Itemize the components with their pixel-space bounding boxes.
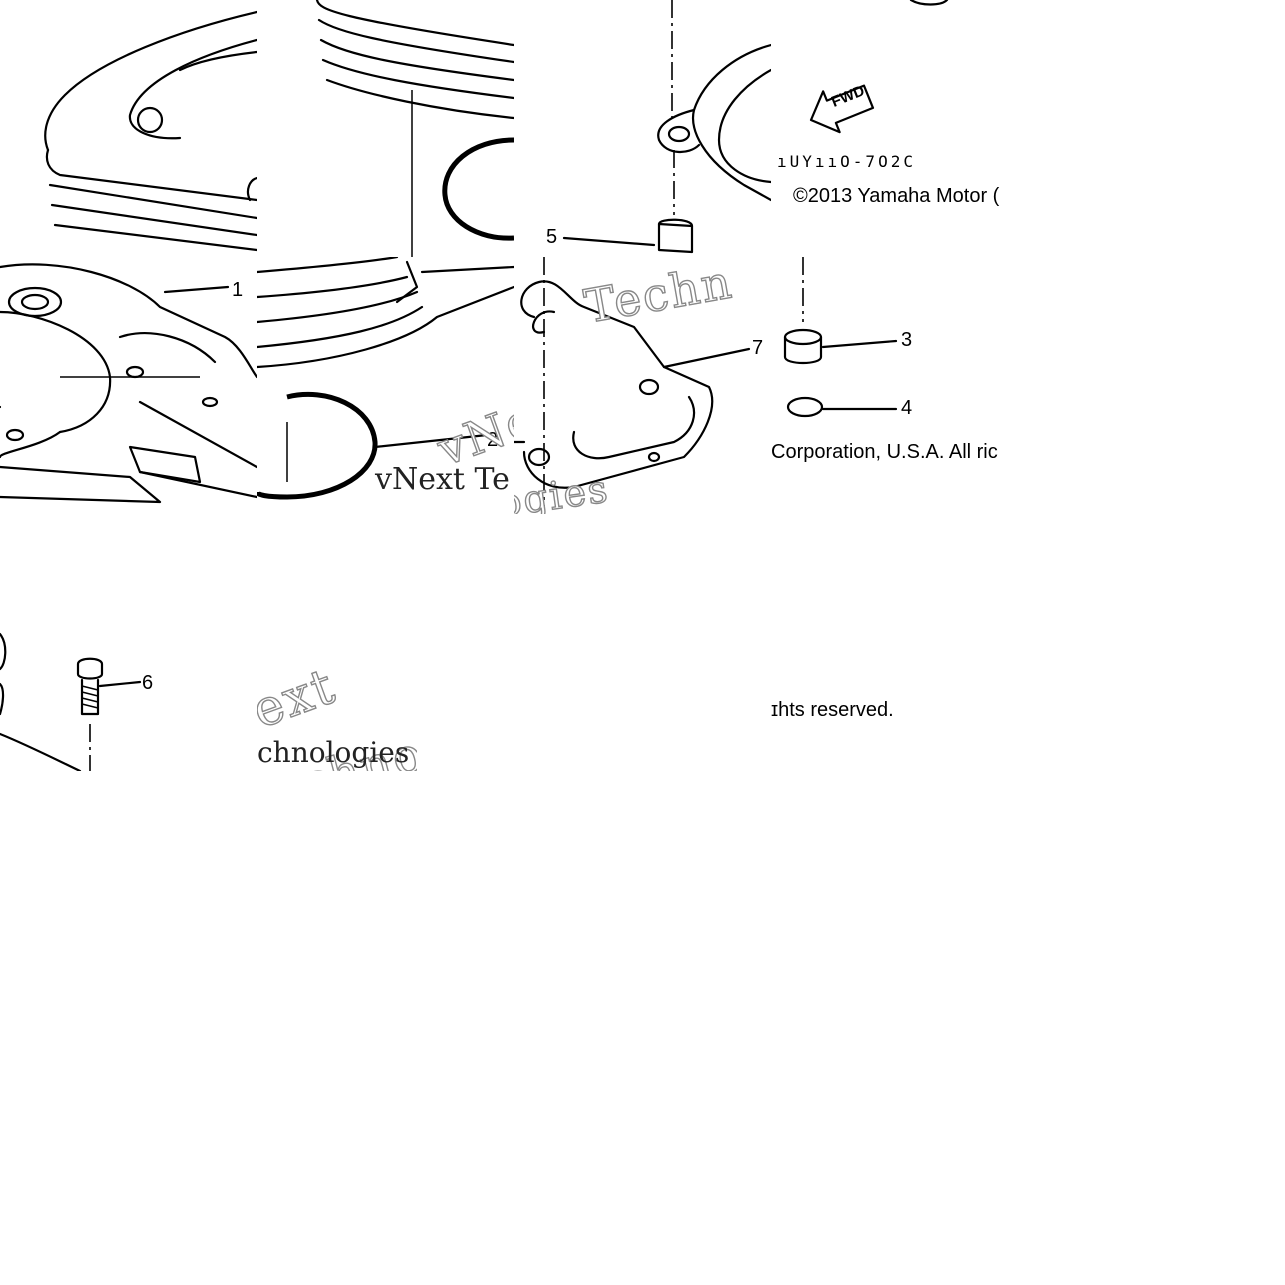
callout-2: 2 bbox=[487, 429, 499, 451]
tile-bolt: 6 bbox=[0, 514, 257, 771]
cylinder-top-middle-drawing bbox=[315, 0, 514, 257]
watermark-text-3: vNext Te bbox=[375, 462, 510, 497]
diagram-code: ıUYııO-7O2C bbox=[777, 152, 916, 171]
copyright-line-3: ɪhts reserved. bbox=[771, 699, 894, 721]
cylinder-fins-ring-drawing bbox=[257, 257, 514, 500]
tile-base-gasket: 7 Techn iogies bbox=[514, 257, 771, 514]
bolt-drawing bbox=[0, 632, 142, 771]
o-ring-icon bbox=[786, 396, 824, 418]
callout-7: 7 bbox=[752, 337, 764, 359]
callout-6: 6 bbox=[142, 672, 154, 694]
callout-1: 1 bbox=[232, 279, 244, 301]
dowel-oring-drawing bbox=[783, 257, 898, 418]
callout-3: 3 bbox=[901, 329, 913, 351]
tile-watermark: ext chnologie chnologies bbox=[257, 514, 417, 771]
cylinder-top-left-drawing bbox=[44, 10, 257, 252]
fwd-arrow-icon bbox=[809, 84, 875, 134]
callout-5: 5 bbox=[546, 226, 558, 248]
dowel-pin-icon bbox=[783, 328, 823, 365]
gasket-top-drawing bbox=[562, 0, 771, 254]
bolt-icon bbox=[76, 657, 104, 716]
copyright-line-2: Corporation, U.S.A. All ric bbox=[771, 441, 998, 463]
tile-cylinder-fins-ring: 2 vNext Te vNe bbox=[257, 257, 514, 514]
watermark-text-7: chnologies bbox=[257, 736, 410, 769]
tile-dowel-oring: 3 4 Corporation, U.S.A. All ric bbox=[771, 257, 1028, 514]
tile-fwd-copyright: FWD ıUYııO-7O2C ©2013 Yamaha Motor ( bbox=[771, 0, 1028, 257]
tile-cylinder-top-left bbox=[0, 0, 257, 257]
tile-gasket-top: 5 bbox=[514, 0, 771, 257]
tile-cylinder-top-middle bbox=[257, 0, 514, 257]
tile-copyright-end: ɪhts reserved. bbox=[771, 514, 1028, 771]
copyright-line-1: ©2013 Yamaha Motor ( bbox=[793, 185, 1000, 207]
head-gasket-drawing bbox=[0, 263, 257, 504]
base-gasket-drawing bbox=[514, 257, 751, 514]
watermark-text-5: ext bbox=[257, 656, 344, 741]
tile-head-gasket: 1 bbox=[0, 257, 257, 514]
callout-4: 4 bbox=[901, 397, 913, 419]
fwd-arrow-drawing bbox=[809, 0, 949, 134]
